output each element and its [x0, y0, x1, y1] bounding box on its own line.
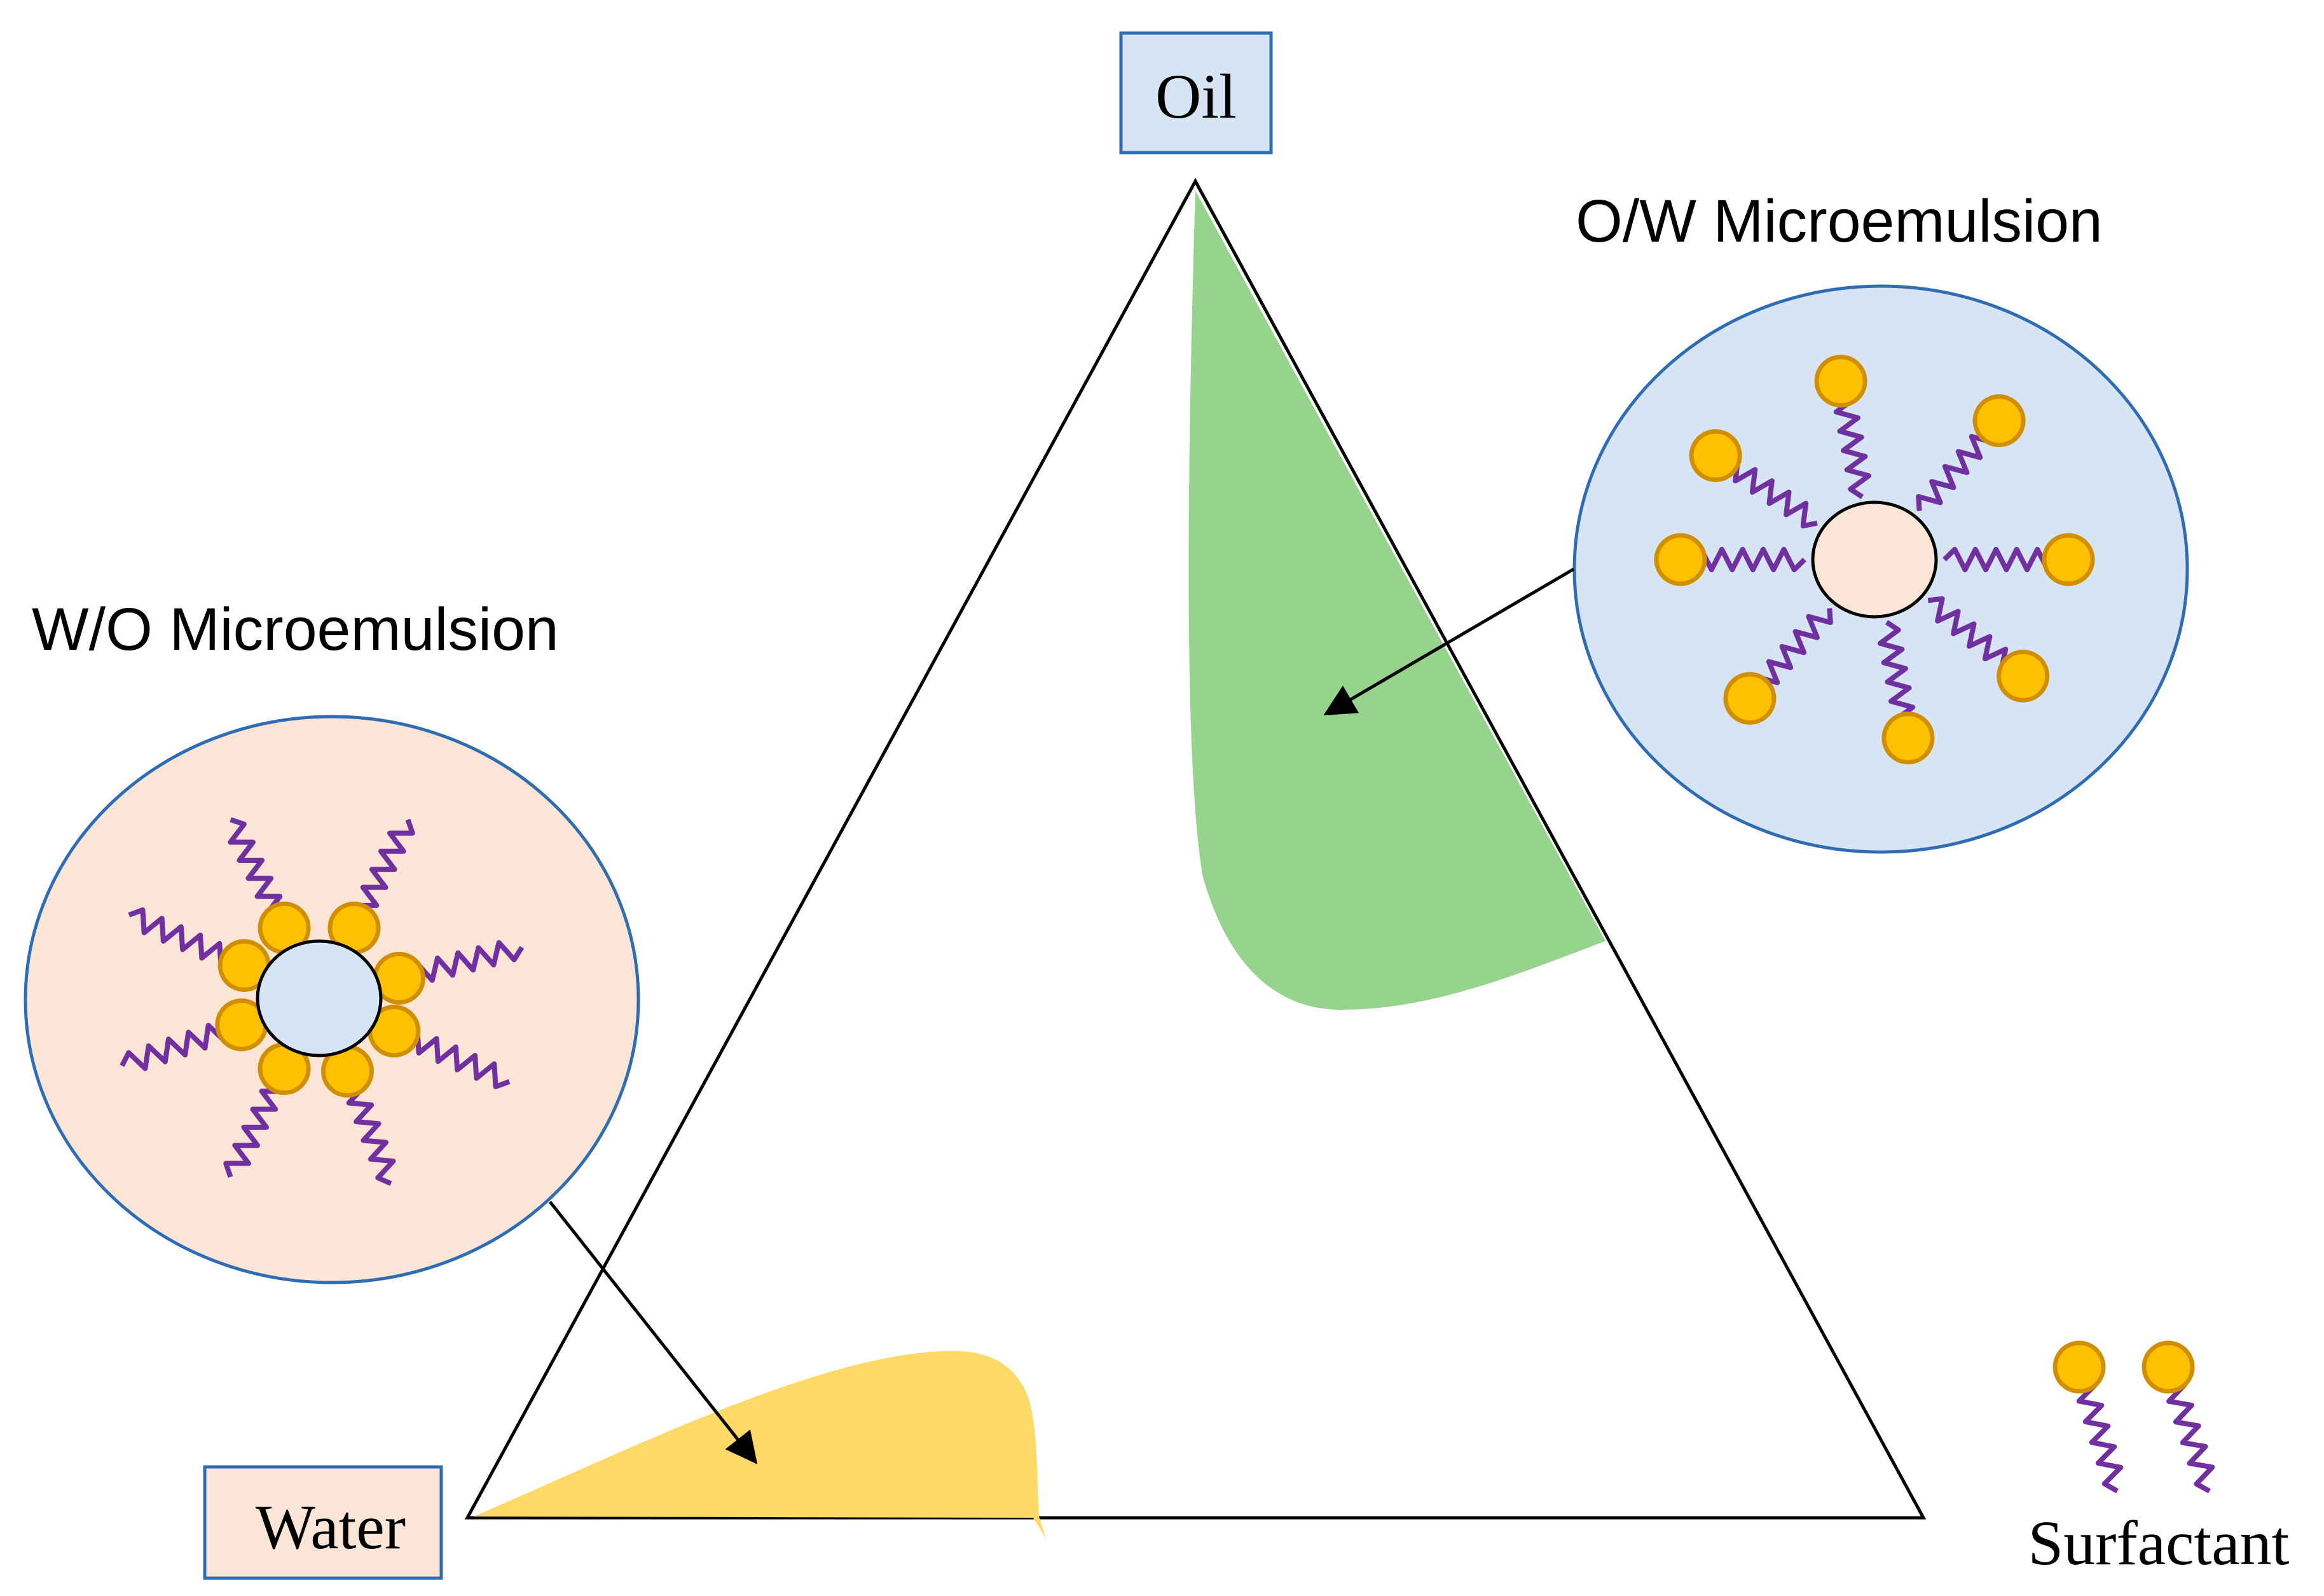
surfactant-legend: [2052, 1340, 2215, 1494]
surfactant-molecule: [120, 998, 268, 1071]
oil-label: Oil: [1155, 61, 1237, 132]
surfactant-molecule: [1814, 354, 1871, 499]
ow-surfactant-group: [1654, 354, 2095, 765]
ow-microemulsion-title: O/W Microemulsion: [1576, 188, 2103, 255]
surfactant-label: Surfactant: [2028, 1508, 2290, 1578]
surfactant-molecule: [1723, 608, 1833, 725]
wo-micelle: [24, 715, 640, 1284]
surfactant-molecule: [1654, 533, 1806, 586]
surfactant-molecule: [1927, 596, 2050, 703]
surfactant-molecule: [1878, 620, 1935, 765]
water-label: Water: [256, 1492, 406, 1562]
surfactant-head: [1654, 533, 1707, 586]
surfactant-molecule: [373, 940, 525, 1005]
oil-label-box: Oil: [1119, 31, 1273, 155]
surfactant-molecule: [2052, 1340, 2124, 1494]
surfactant-head: [1723, 671, 1777, 725]
surfactant-molecule: [1942, 533, 2095, 586]
surfactant-head: [1881, 712, 1935, 765]
surfactant-molecule: [128, 907, 271, 992]
surfactant-head: [2052, 1340, 2106, 1394]
surfactant-head: [2142, 1340, 2195, 1394]
ow-oil-droplet: [1811, 500, 1938, 619]
surfactant-molecule: [2142, 1340, 2215, 1494]
surfactant-head: [1814, 354, 1867, 408]
surfactant-head: [1972, 394, 2026, 448]
ow-microemulsion-region: [1188, 191, 1605, 1010]
ternary-triangle: [464, 177, 1927, 1520]
surfactant-molecule: [368, 1005, 511, 1090]
wo-arrow: [549, 1200, 758, 1464]
ow-micelle: [1572, 284, 2189, 854]
ow-arrow: [1323, 567, 1575, 716]
surfactant-molecule: [320, 1045, 396, 1186]
wo-microemulsion-title: W/O Microemulsion: [32, 596, 559, 663]
wo-surfactant-group: [120, 817, 525, 1186]
water-label-box: Water: [203, 1465, 443, 1580]
surfactant-molecule: [1689, 429, 1818, 529]
surfactant-head: [1997, 649, 2050, 703]
surfactant-molecule: [228, 817, 311, 954]
surfactant-head: [2042, 533, 2095, 586]
surfactant-molecule: [1916, 394, 2026, 511]
wo-water-droplet: [256, 939, 383, 1057]
surfactant-head: [1689, 429, 1742, 483]
wo-microemulsion-region: [474, 1351, 1046, 1539]
